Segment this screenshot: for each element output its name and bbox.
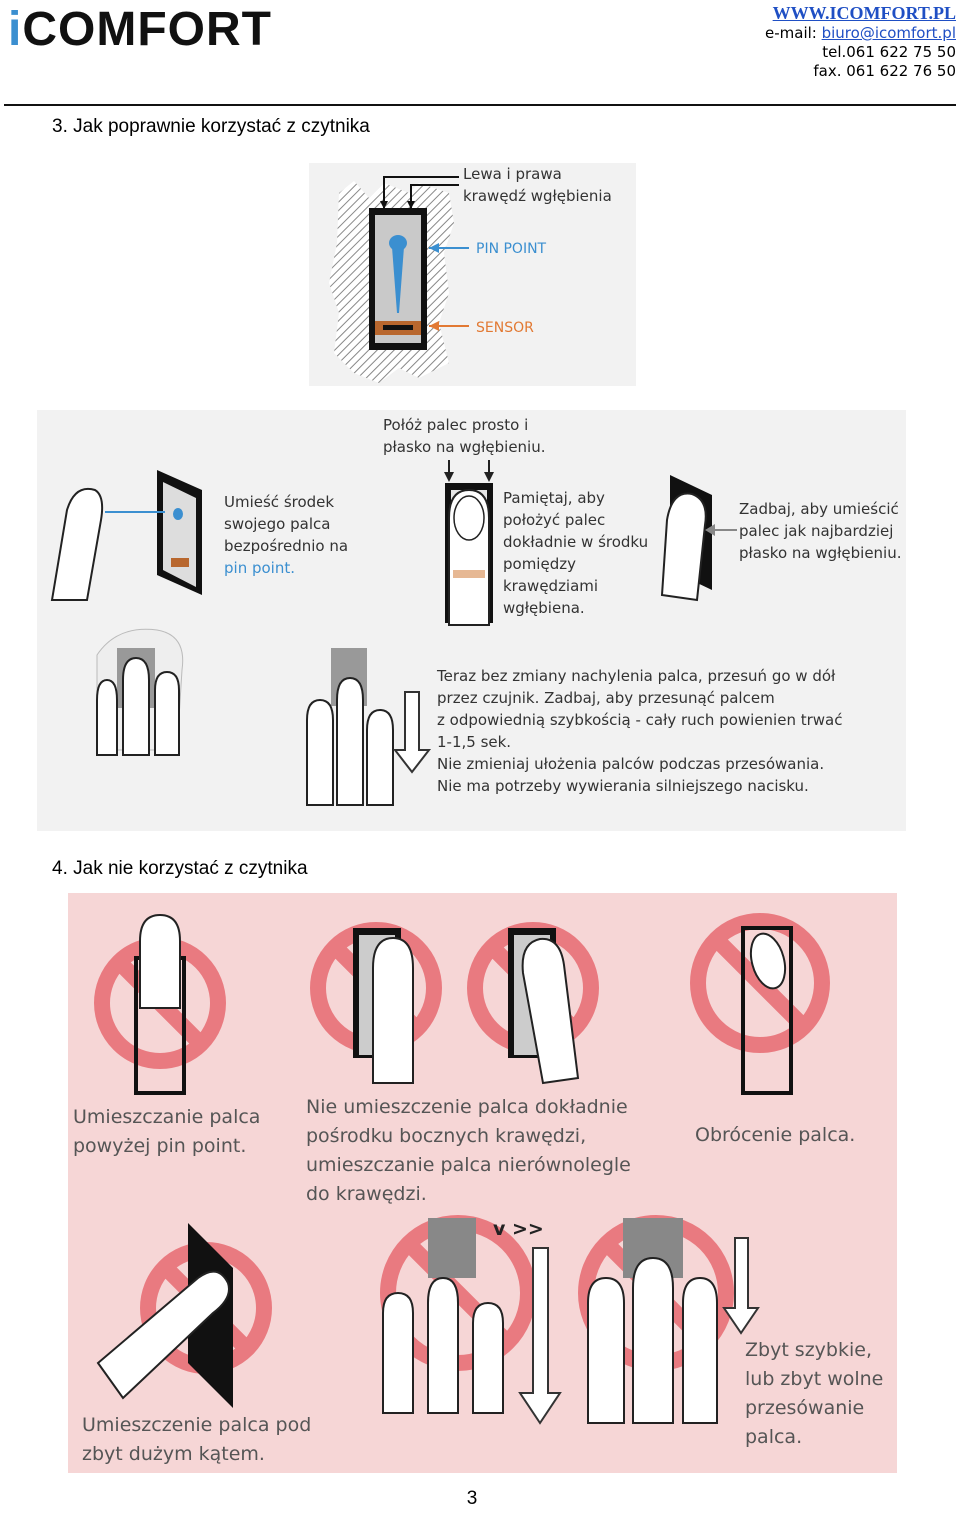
step-center-line-2: swojego palca: [224, 515, 331, 533]
finger-index: [154, 670, 180, 756]
pin-point-label: PIN POINT: [476, 241, 547, 257]
website-link[interactable]: WWW.ICOMFORT.PL: [772, 3, 956, 23]
step-remember-line-2: położyć palec: [503, 511, 606, 529]
slide-down-arrow-icon: [392, 691, 432, 774]
step-slide-line-1: Teraz bez zmiany nachylenia palca, przes…: [437, 667, 836, 685]
sensor-diagram-graphic: [329, 176, 469, 383]
step-ensure-line-2: palec jak najbardziej: [739, 522, 894, 540]
notcenter-label-4: do krawędzi.: [306, 1183, 427, 1205]
section-3-heading: 3. Jak poprawnie korzystać z czytnika: [52, 116, 370, 137]
finger-flat-step3: [660, 492, 707, 602]
sensor-label: SENSOR: [476, 320, 534, 336]
prohibit-icon-rotated: [690, 913, 830, 1053]
angle-label-1: Umieszczenie palca pod: [82, 1414, 312, 1436]
notcenter-label-3: umieszczanie palca nierównolegle: [306, 1154, 631, 1176]
step-slide-line-3: z odpowiednią szybkością - cały ruch pow…: [437, 711, 843, 729]
finger-above: [139, 913, 181, 1009]
finger-ring: [96, 678, 118, 756]
correct-usage-graphics: [50, 460, 737, 806]
correct-usage-panel: Połóż palec prosto i płasko na wgłębieni…: [37, 410, 906, 831]
edges-label-line-1: Lewa i prawa: [463, 165, 562, 183]
step-remember-line-4: pomiędzy: [503, 555, 576, 573]
contact-block: WWW.ICOMFORT.PL e-mail: biuro@icomfort.p…: [765, 4, 956, 81]
step-slide-line-6: Nie ma potrzeby wywierania silniejszego …: [437, 777, 809, 795]
step-slide-line-5: Nie zmieniaj ułożenia palców podczas prz…: [437, 755, 825, 773]
speed-arrow-right-icon: [722, 1237, 760, 1335]
speed-label-1: Zbyt szybkie,: [745, 1339, 872, 1361]
speed-label-4: palca.: [745, 1426, 803, 1448]
step-center-line-4: pin point.: [224, 559, 295, 577]
finger-offcenter: [372, 936, 414, 1084]
step-slide-line-2: przez czujnik. Zadbaj, aby przesunąć pal…: [437, 689, 775, 707]
step-remember-line-6: wgłębiena.: [503, 599, 585, 617]
company-logo: iCOMFORT: [8, 3, 272, 56]
angle-label-2: zbyt dużym kątem.: [82, 1443, 265, 1465]
finger-side-view: [50, 488, 104, 601]
above-label-1: Umieszczanie palca: [73, 1106, 261, 1128]
speed-label-3: przesówanie: [745, 1397, 865, 1419]
above-label-2: powyżej pin point.: [73, 1135, 247, 1157]
step-center-line-1: Umieść środek: [224, 493, 335, 511]
rotate-label: Obrócenie palca.: [695, 1124, 856, 1146]
notcenter-label-2: pośrodku bocznych krawędzi,: [306, 1125, 587, 1147]
finger-middle: [122, 656, 150, 756]
page-number: 3: [466, 1488, 478, 1509]
sensor-diagram: Lewa i prawa krawędź wgłębienia PIN POIN…: [309, 163, 636, 386]
step-ensure-line-3: płasko na wgłębieniu.: [739, 544, 902, 562]
section-4-heading: 4. Jak nie korzystać z czytnika: [52, 858, 308, 879]
header-divider: [4, 104, 956, 106]
step-remember-line-3: dokładnie w środku: [503, 533, 649, 551]
phone-number: tel.061 622 75 50: [822, 43, 956, 61]
email-link[interactable]: biuro@icomfort.pl: [821, 24, 956, 42]
step-flat-line-2: płasko na wgłębieniu.: [383, 438, 546, 456]
incorrect-usage-graphics: [94, 913, 830, 1425]
step-ensure-line-1: Zadbaj, aby umieścić: [739, 500, 899, 518]
step-slide-line-4: 1-1,5 sek.: [437, 733, 512, 751]
edges-label-line-2: krawędź wgłębienia: [463, 187, 612, 205]
finger-skewed: [521, 937, 580, 1085]
incorrect-usage-panel: Umieszczanie palca powyżej pin point. Ni…: [68, 893, 897, 1473]
fax-number: fax. 061 622 76 50: [813, 62, 956, 80]
finger-steep-angle: [96, 1270, 230, 1400]
notcenter-label-1: Nie umieszczenie palca dokładnie: [306, 1096, 628, 1118]
email-label: e-mail:: [765, 24, 822, 42]
step-center-line-3: bezpośrednio na: [224, 537, 349, 555]
step-flat-line-1: Połóż palec prosto i: [383, 416, 529, 434]
step-remember-line-5: krawędziami: [503, 577, 599, 595]
step-remember-line-1: Pamiętaj, aby: [503, 489, 605, 507]
speed-down-arrow-icon: [518, 1247, 562, 1425]
speed-marker: v >>: [493, 1218, 544, 1240]
speed-label-2: lub zbyt wolne: [745, 1368, 884, 1390]
finger-rotated: [749, 932, 787, 990]
